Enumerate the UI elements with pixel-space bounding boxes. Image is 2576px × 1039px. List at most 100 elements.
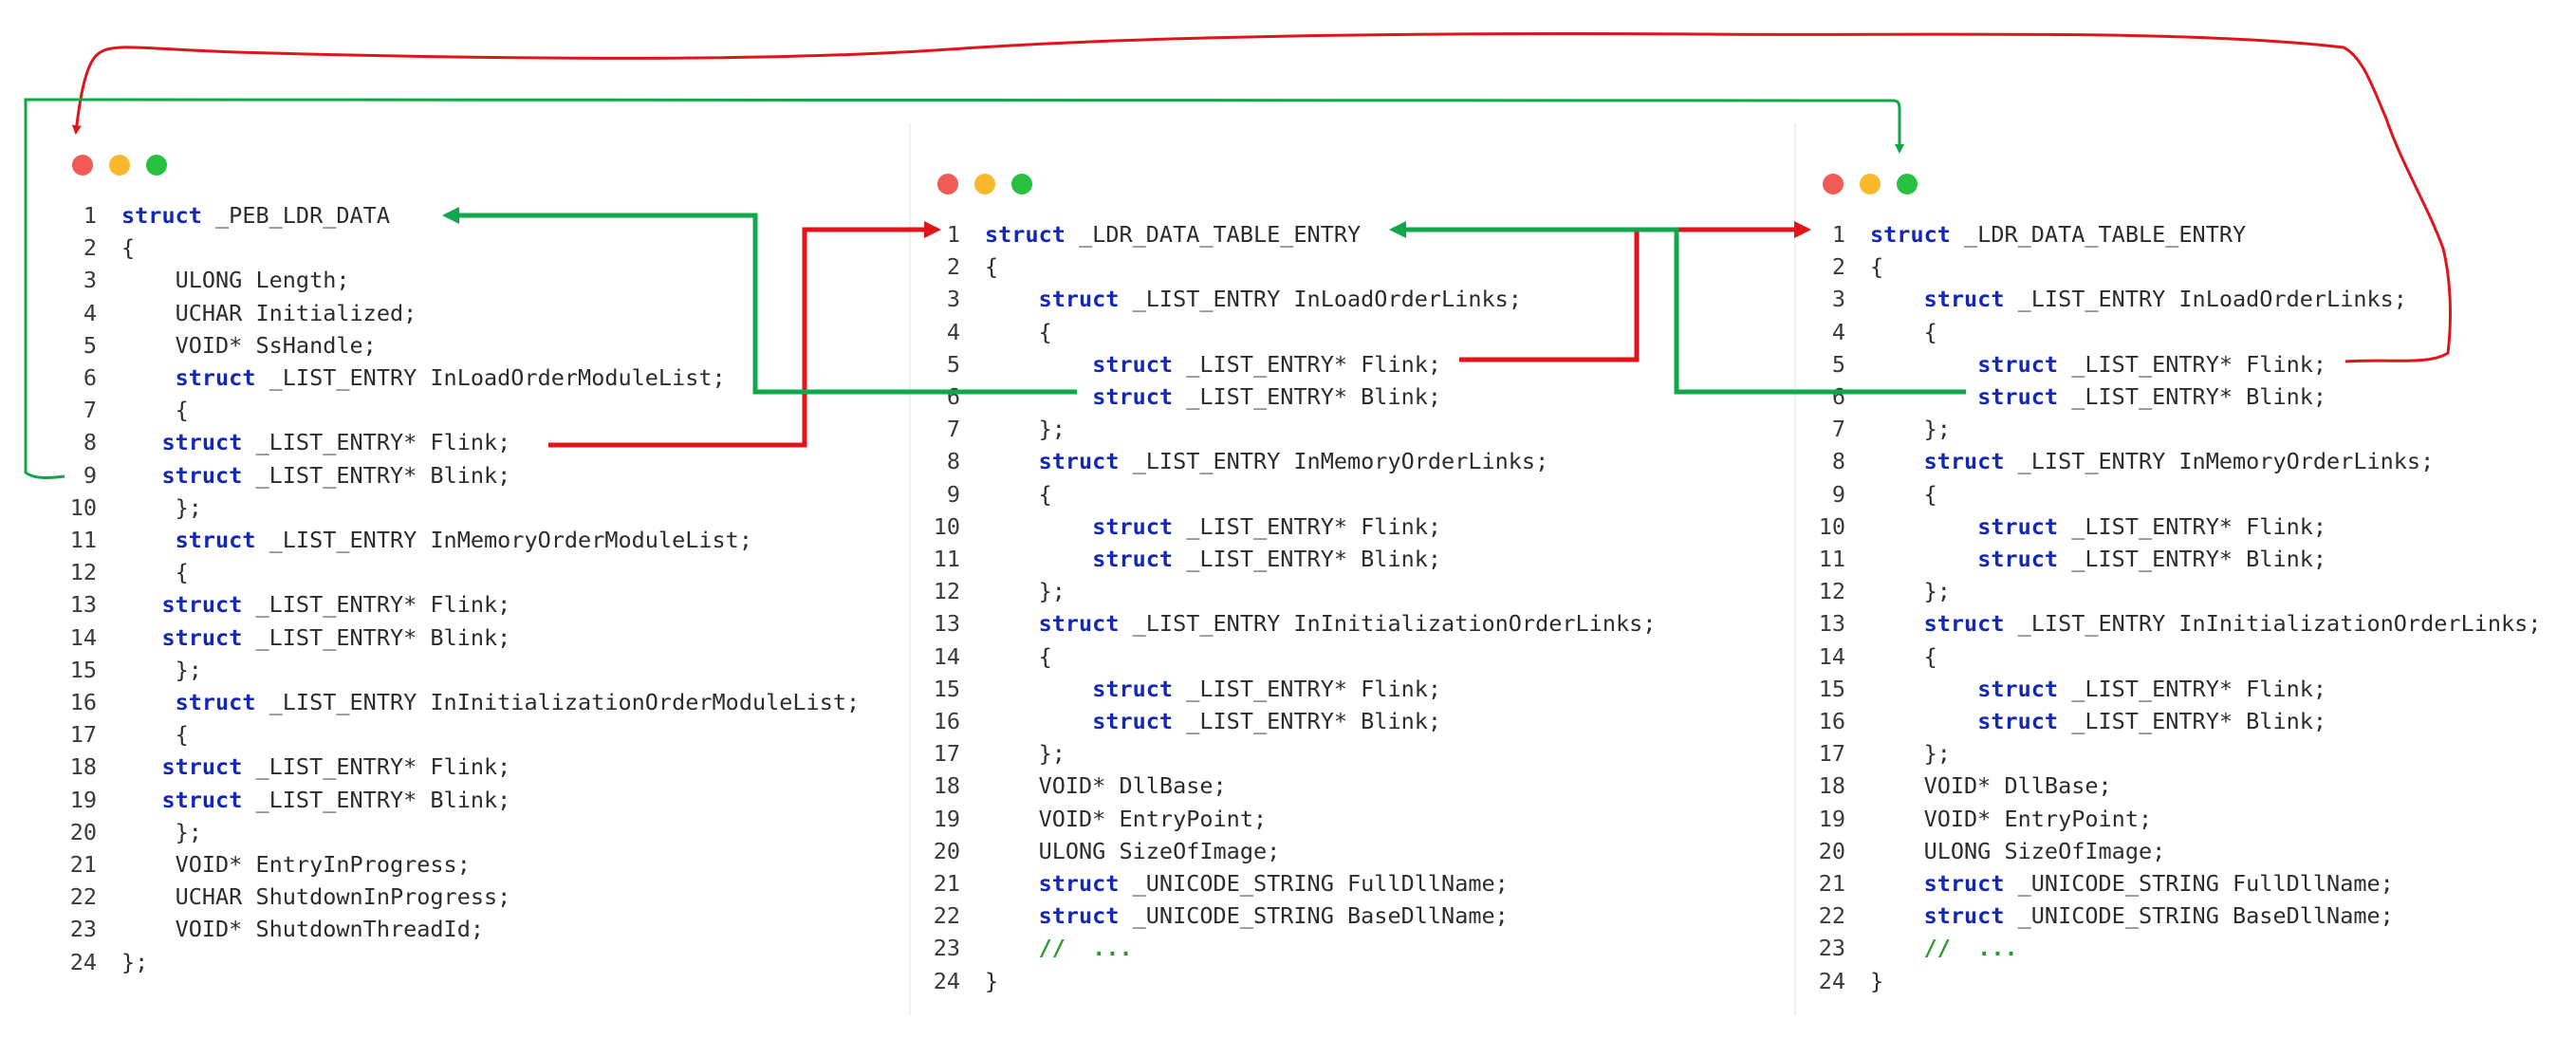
code-token: { — [985, 318, 1052, 345]
keyword-token: struct — [1977, 512, 2059, 540]
code-token: _LIST_ENTRY* Blink; — [242, 623, 511, 651]
code-text: ULONG Length; — [121, 264, 350, 296]
code-text: struct _UNICODE_STRING BaseDllName; — [1870, 900, 2394, 932]
line-number: 22 — [933, 902, 960, 930]
line-number: 18 — [933, 772, 960, 800]
window-minimize-dot-icon[interactable] — [974, 174, 995, 195]
code-token: _UNICODE_STRING BaseDllName; — [2004, 902, 2394, 930]
code-token: }; — [985, 578, 1066, 605]
flink-arrow-entry2-to-peb — [71, 32, 2452, 363]
window-controls — [1823, 174, 1918, 195]
keyword-token: struct — [1923, 902, 2005, 930]
code-token: { — [1870, 253, 1884, 281]
keyword-token: struct — [121, 202, 202, 229]
window-minimize-dot-icon[interactable] — [1860, 174, 1881, 195]
code-text: struct _LIST_ENTRY* Blink; — [1870, 705, 2326, 737]
code-token: _LIST_ENTRY* Blink; — [1173, 383, 1442, 410]
line-number: 5 — [1831, 350, 1845, 378]
line-number: 12 — [69, 559, 97, 586]
code-text: struct _LIST_ENTRY* Blink; — [1870, 380, 2326, 413]
window-maximize-dot-icon[interactable] — [1011, 174, 1032, 195]
code-text: }; — [121, 654, 202, 686]
code-text: struct _LIST_ENTRY* Flink; — [1870, 673, 2326, 705]
line-number: 4 — [946, 318, 960, 345]
flink-arrow-peb-to-entry1 — [548, 221, 941, 448]
keyword-token: struct — [1870, 221, 1951, 248]
window-maximize-dot-icon[interactable] — [146, 155, 167, 176]
code-token: _LIST_ENTRY* Blink; — [1173, 708, 1442, 734]
line-number: 13 — [69, 591, 97, 619]
window-minimize-dot-icon[interactable] — [109, 155, 130, 176]
code-text: { — [985, 478, 1052, 510]
line-number: 15 — [933, 675, 960, 702]
line-number: 6 — [83, 364, 97, 391]
code-text: struct _UNICODE_STRING FullDllName; — [1870, 867, 2394, 900]
code-text: { — [1870, 250, 1883, 283]
keyword-token: struct — [161, 429, 243, 456]
code-text: // ... — [1870, 932, 2018, 964]
code-token: VOID* DllBase; — [1870, 772, 2112, 800]
line-number: 12 — [1818, 578, 1845, 605]
line-number: 7 — [83, 397, 97, 424]
keyword-token: struct — [1923, 610, 2005, 638]
keyword-token: struct — [161, 461, 243, 489]
comment-token: // ... — [1923, 935, 2018, 962]
line-number: 24 — [1818, 967, 1845, 994]
code-token: _LIST_ENTRY InInitializationOrderModuleL… — [255, 689, 861, 715]
window-close-dot-icon[interactable] — [937, 174, 958, 195]
code-text: { — [121, 718, 189, 751]
code-text: struct _LIST_ENTRY* Blink; — [985, 543, 1441, 575]
line-number: 10 — [69, 493, 97, 521]
code-text: struct _LIST_ENTRY InInitializationOrder… — [121, 686, 861, 718]
code-token: _LIST_ENTRY* Flink; — [242, 753, 511, 781]
keyword-token: struct — [1923, 448, 2005, 475]
keyword-token: struct — [161, 753, 243, 781]
code-token: _LDR_DATA_TABLE_ENTRY — [1065, 221, 1362, 248]
code-token: _LIST_ENTRY* Blink; — [1173, 546, 1442, 572]
line-number: 15 — [69, 656, 97, 683]
code-text: struct _LIST_ENTRY* Blink; — [121, 459, 510, 492]
code-text: { — [1870, 640, 1937, 673]
code-token: { — [121, 721, 189, 749]
line-number: 2 — [946, 253, 960, 281]
line-number: 14 — [1818, 642, 1845, 670]
code-token: _PEB_LDR_DATA — [201, 202, 390, 229]
line-number: 20 — [933, 837, 960, 864]
code-text: VOID* ShutdownThreadId; — [121, 913, 484, 945]
code-text: { — [1870, 478, 1937, 510]
code-token: _LIST_ENTRY InLoadOrderLinks; — [1119, 286, 1522, 313]
line-number: 9 — [83, 461, 97, 489]
keyword-token: struct — [1092, 350, 1174, 378]
window-maximize-dot-icon[interactable] — [1897, 174, 1918, 195]
line-number: 20 — [1818, 837, 1845, 864]
keyword-token: struct — [1092, 546, 1174, 572]
code-token: _LIST_ENTRY InInitializationOrderLinks; — [2004, 610, 2542, 638]
code-token: } — [1870, 967, 1884, 994]
keyword-token: struct — [1092, 512, 1174, 540]
line-number: 9 — [1831, 480, 1845, 508]
code-text: }; — [121, 946, 148, 978]
window-close-dot-icon[interactable] — [1823, 174, 1844, 195]
line-number: 24 — [69, 948, 97, 975]
line-number: 11 — [933, 546, 960, 572]
line-number: 8 — [83, 429, 97, 456]
window-close-dot-icon[interactable] — [72, 155, 93, 176]
line-number: 13 — [1818, 610, 1845, 638]
code-text: VOID* DllBase; — [985, 770, 1227, 802]
line-number: 17 — [69, 721, 97, 749]
code-token: _LIST_ENTRY* Blink; — [242, 461, 511, 489]
code-token: }; — [1870, 416, 1951, 443]
keyword-token: struct — [161, 591, 243, 619]
code-text: { — [985, 250, 998, 283]
code-token: }; — [121, 656, 202, 683]
line-number: 3 — [946, 286, 960, 313]
code-token: _LIST_ENTRY* Blink; — [2058, 383, 2327, 410]
line-number: 14 — [69, 623, 97, 651]
code-token: _LIST_ENTRY* Blink; — [2058, 546, 2327, 572]
code-token: VOID* EntryInProgress; — [121, 851, 471, 878]
flink-arrow-entry1-to-entry2 — [1459, 221, 1811, 362]
keyword-token: struct — [1977, 546, 2059, 572]
code-token: VOID* SsHandle; — [121, 331, 377, 359]
